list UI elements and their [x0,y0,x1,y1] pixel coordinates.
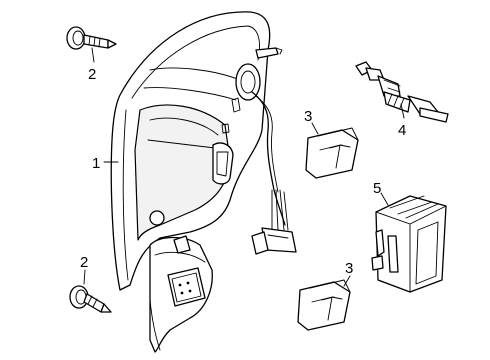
socket-upper [305,127,359,179]
callout-3-lower: 3 [345,260,353,277]
callout-1: 1 [92,155,100,172]
wire-harness [251,91,297,255]
screw-lower [69,285,112,313]
callout-5: 5 [373,180,381,197]
screw-upper [66,26,117,50]
leader-lines [83,47,405,287]
callout-4: 4 [398,122,406,139]
callout-2-upper: 2 [88,66,96,83]
bulb [355,61,449,123]
leader-3-lower [343,275,351,287]
control-module [371,195,447,293]
callout-2-lower: 2 [80,254,88,271]
leader-3-upper [311,122,319,135]
leader-4 [400,103,405,119]
leader-5 [380,192,389,206]
leader-2-lower [83,269,86,285]
socket-lower [297,279,351,331]
callout-labels: 1 2 2 3 3 4 5 [80,66,406,277]
lamp-housing [110,11,283,291]
callout-3-upper: 3 [304,108,312,125]
leader-2-upper [91,47,95,63]
lamp-bracket [149,235,213,353]
